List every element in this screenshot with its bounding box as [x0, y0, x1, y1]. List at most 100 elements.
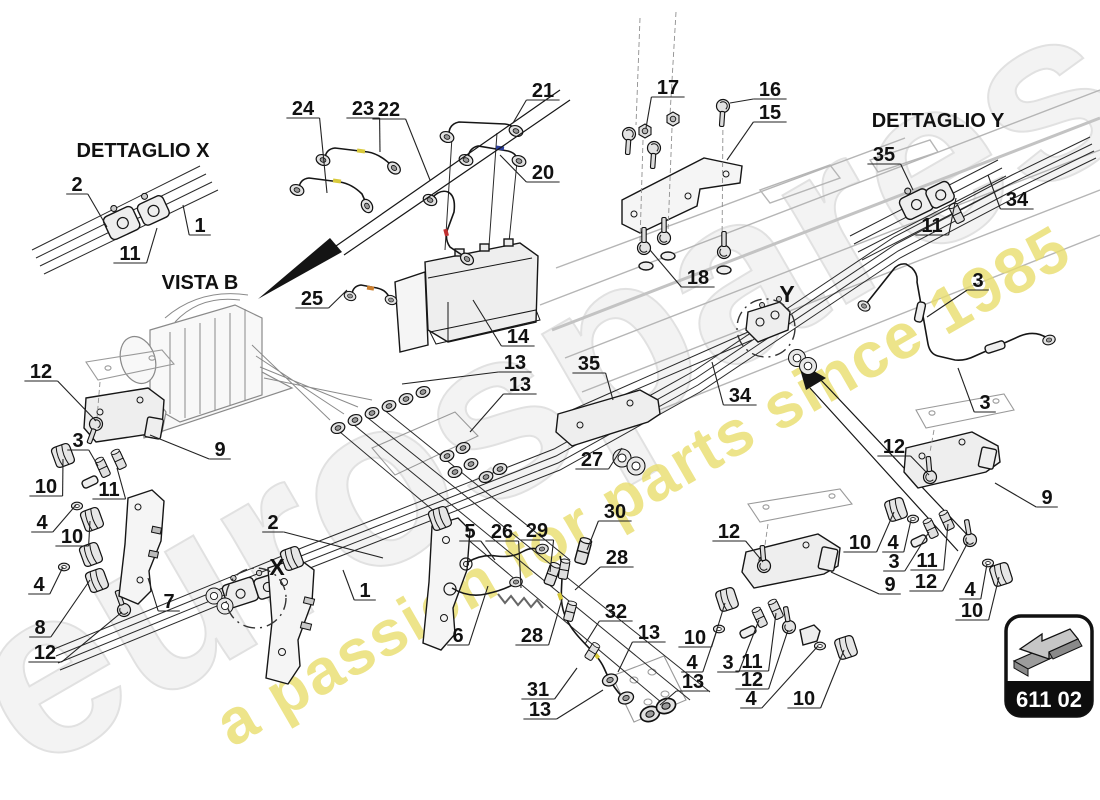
callout-9[interactable]: 9 — [830, 571, 901, 596]
svg-text:8: 8 — [34, 617, 45, 639]
table-code-box: 611 02 — [1004, 614, 1094, 718]
callout-11[interactable]: 11 — [92, 467, 127, 501]
callout-4[interactable]: 4 — [740, 645, 819, 710]
callout-10[interactable]: 10 — [955, 576, 1000, 622]
callout-1[interactable]: 1 — [182, 204, 211, 237]
svg-text:29: 29 — [526, 520, 548, 542]
callout-8[interactable]: 8 — [29, 579, 91, 639]
callout-25[interactable]: 25 — [295, 288, 348, 310]
callout-13[interactable]: 13 — [401, 352, 532, 385]
callout-20[interactable]: 20 — [499, 154, 560, 184]
detail-marker-layer: XY — [225, 281, 796, 629]
callout-23[interactable]: 23 — [346, 98, 381, 153]
brake-pipe-24 — [288, 177, 376, 216]
callout-12[interactable]: 12 — [877, 436, 930, 476]
callout-14[interactable]: 14 — [472, 299, 535, 348]
callout-12[interactable]: 12 — [735, 629, 789, 691]
callout-32[interactable]: 32 — [584, 601, 633, 645]
callout-1[interactable]: 1 — [342, 569, 376, 602]
svg-text:12: 12 — [915, 571, 937, 593]
callout-29[interactable]: 29 — [520, 520, 555, 573]
svg-text:7: 7 — [163, 591, 174, 613]
callout-10[interactable]: 10 — [678, 602, 726, 649]
callout-3[interactable]: 3 — [926, 270, 989, 318]
callout-24[interactable]: 24 — [286, 98, 328, 194]
callout-11[interactable]: 11 — [113, 227, 158, 265]
svg-text:9: 9 — [884, 574, 895, 596]
callout-6[interactable]: 6 — [447, 585, 489, 647]
callout-26[interactable]: 26 — [485, 521, 522, 589]
svg-text:5: 5 — [464, 521, 475, 543]
callout-16[interactable]: 16 — [729, 79, 787, 104]
callout-10[interactable]: 10 — [843, 511, 895, 554]
callout-35[interactable]: 35 — [572, 353, 614, 401]
svg-text:16: 16 — [759, 79, 781, 101]
svg-text:9: 9 — [1041, 487, 1052, 509]
svg-text:3: 3 — [888, 551, 899, 573]
callout-13[interactable]: 13 — [617, 622, 666, 673]
svg-text:4: 4 — [964, 579, 976, 601]
callout-4[interactable]: 4 — [959, 563, 988, 601]
callout-12[interactable]: 12 — [712, 521, 764, 563]
callout-22[interactable]: 22 — [372, 99, 431, 181]
svg-text:28: 28 — [521, 625, 543, 647]
callout-3[interactable]: 3 — [717, 619, 760, 674]
callout-4[interactable]: 4 — [681, 629, 718, 674]
callout-34[interactable]: 34 — [711, 361, 757, 407]
svg-text:10: 10 — [793, 688, 815, 710]
callout-13[interactable]: 13 — [469, 374, 537, 433]
callout-11[interactable]: 11 — [910, 523, 949, 572]
brake-hose-3 — [855, 263, 1057, 361]
callout-27[interactable]: 27 — [575, 447, 623, 471]
callout-31[interactable]: 31 — [521, 667, 578, 701]
callout-13[interactable]: 13 — [659, 671, 710, 706]
callout-12[interactable]: 12 — [909, 541, 969, 593]
callout-34[interactable]: 34 — [987, 174, 1034, 211]
detail-y-art — [849, 159, 1011, 261]
callout-9[interactable]: 9 — [994, 482, 1058, 509]
callout-3[interactable]: 3 — [67, 430, 99, 467]
left-fixing-cluster — [49, 381, 165, 619]
callout-4[interactable]: 4 — [31, 504, 77, 534]
callout-28[interactable]: 28 — [574, 547, 634, 591]
brake-pipe-25 — [342, 284, 399, 307]
callout-35[interactable]: 35 — [867, 144, 914, 191]
brake-pipe-22 — [420, 190, 477, 268]
svg-text:4: 4 — [33, 574, 45, 596]
callout-21[interactable]: 21 — [512, 80, 560, 124]
svg-text:11: 11 — [119, 243, 140, 265]
callout-7[interactable]: 7 — [147, 577, 180, 613]
vista-b-title: VISTA B — [162, 272, 239, 294]
svg-text:2: 2 — [71, 174, 82, 196]
svg-text:31: 31 — [527, 679, 549, 701]
callout-18[interactable]: 18 — [649, 249, 715, 289]
svg-text:26: 26 — [491, 521, 513, 543]
svg-text:1: 1 — [359, 580, 370, 602]
callout-4[interactable]: 4 — [882, 519, 912, 554]
callout-12[interactable]: 12 — [28, 611, 123, 664]
detail-y-title: DETTAGLIO Y — [872, 110, 1005, 132]
callout-10[interactable]: 10 — [29, 458, 64, 498]
callout-15[interactable]: 15 — [726, 102, 787, 161]
callout-5[interactable]: 5 — [459, 521, 496, 561]
svg-text:1: 1 — [194, 215, 205, 237]
callout-2[interactable]: 2 — [66, 174, 108, 228]
callout-10[interactable]: 10 — [55, 520, 91, 548]
callout-11[interactable]: 11 — [915, 197, 957, 237]
callout-9[interactable]: 9 — [149, 434, 231, 461]
callout-2[interactable]: 2 — [262, 512, 384, 559]
callout-30[interactable]: 30 — [586, 501, 632, 551]
callout-17[interactable]: 17 — [645, 77, 685, 129]
callout-3[interactable]: 3 — [883, 531, 930, 573]
callout-10[interactable]: 10 — [787, 649, 845, 710]
callout-11[interactable]: 11 — [735, 612, 777, 673]
svg-text:11: 11 — [98, 479, 119, 501]
detail-x-title: DETTAGLIO X — [77, 140, 211, 162]
callout-3[interactable]: 3 — [957, 367, 996, 414]
callout-4[interactable]: 4 — [28, 566, 64, 596]
callout-13[interactable]: 13 — [523, 689, 604, 721]
svg-text:13: 13 — [638, 622, 660, 644]
callout-12[interactable]: 12 — [24, 361, 97, 422]
callout-28[interactable]: 28 — [515, 598, 563, 647]
